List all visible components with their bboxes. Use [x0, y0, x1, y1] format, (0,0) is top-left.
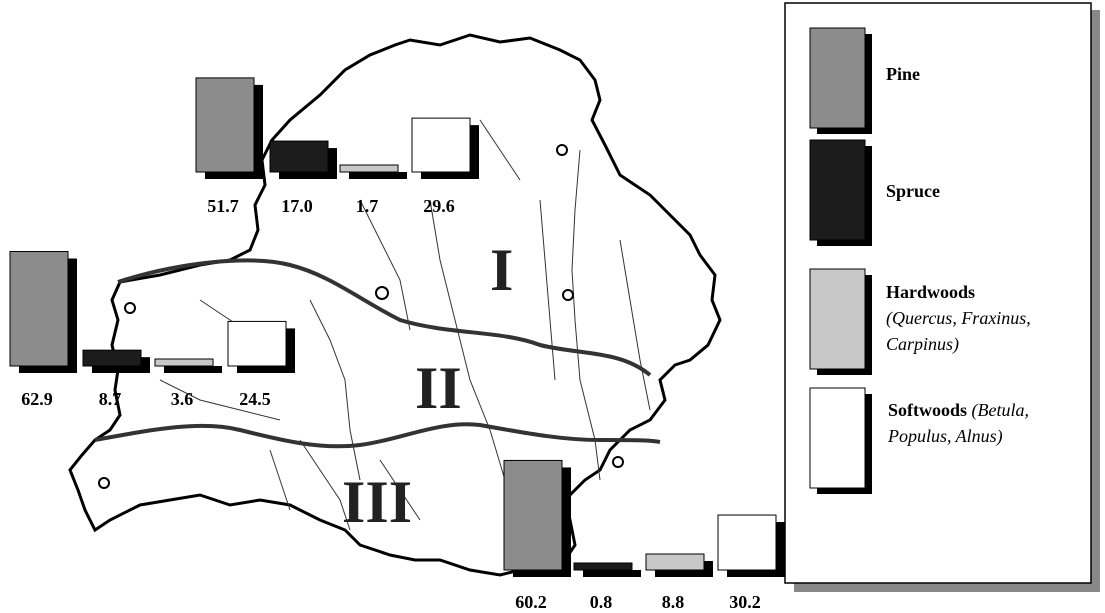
value-label-zone-II-softwoods: 24.5 [239, 389, 271, 409]
bar-zone-III-softwoods [717, 514, 777, 571]
value-label-zone-I-hardwoods: 1.7 [356, 196, 379, 216]
legend: Pine Spruce Hardwoods (Quercus, Fraxinus… [784, 2, 1100, 592]
zone-label-1: I [490, 237, 513, 303]
value-label-zone-III-spruce: 0.8 [590, 592, 613, 612]
town-marker [612, 456, 624, 468]
towns [98, 144, 624, 489]
bar-zone-II-pine [9, 251, 69, 367]
legend-sub-hardwoods-1: (Quercus, Fraxinus, [886, 308, 1031, 329]
legend-swatch-spruce [809, 139, 866, 241]
bar-zone-I-hardwoods [339, 164, 399, 173]
legend-sub-hardwoods-2: Carpinus) [886, 334, 959, 355]
value-label-zone-II-spruce: 8.7 [99, 389, 122, 409]
bar-zone-I-pine [195, 77, 255, 173]
town-marker [556, 144, 568, 156]
value-label-zone-II-pine: 62.9 [21, 389, 53, 409]
value-label-zone-III-hardwoods: 8.8 [662, 592, 685, 612]
bar-zone-III-hardwoods [645, 553, 705, 571]
bar-zone-II-spruce [82, 349, 142, 367]
bar-shadow [349, 172, 407, 179]
bar-shadow [583, 570, 641, 577]
bar-zone-III-spruce [573, 562, 633, 571]
bar-groups: 51.7 17.0 1.7 29.6 62.9 8.7 3.6 24.5 60.2 0.8 8.8 3… [9, 77, 785, 612]
legend-label-softwoods-suffix: (Betula, [967, 400, 1029, 421]
legend-swatch-softwoods [809, 387, 866, 489]
legend-swatch-pine [809, 27, 866, 129]
value-label-zone-III-pine: 60.2 [515, 592, 547, 612]
value-label-zone-I-pine: 51.7 [207, 196, 239, 216]
value-label-zone-I-spruce: 17.0 [281, 196, 313, 216]
legend-swatch-hardwoods [809, 268, 866, 370]
bar-zone-I-softwoods [411, 117, 471, 173]
zone-label-3: III [342, 469, 412, 535]
value-label-zone-I-softwoods: 29.6 [423, 196, 455, 216]
legend-label-softwoods: Softwoods [888, 400, 967, 420]
zone-label-2: II [415, 355, 462, 421]
bar-zone-II-hardwoods [154, 358, 214, 367]
bar-zone-II-softwoods [227, 320, 287, 367]
legend-label-hardwoods: Hardwoods [886, 282, 975, 302]
town-marker [375, 286, 389, 300]
town-marker [562, 289, 574, 301]
legend-sub-softwoods-1: Populus, Alnus) [887, 426, 1003, 447]
value-label-zone-II-hardwoods: 3.6 [171, 389, 194, 409]
bar-zone-I-spruce [269, 140, 329, 173]
town-marker [98, 477, 110, 489]
rivers [159, 119, 651, 531]
town-marker [124, 302, 136, 314]
bar-shadow [164, 366, 222, 373]
value-label-zone-III-softwoods: 30.2 [729, 592, 761, 612]
zone-boundaries [94, 258, 661, 449]
legend-label-spruce: Spruce [886, 181, 940, 201]
legend-label-pine: Pine [886, 64, 920, 84]
bar-zone-III-pine [503, 459, 563, 571]
legend-label-softwoods-line: Softwoods (Betula, [888, 400, 1029, 421]
